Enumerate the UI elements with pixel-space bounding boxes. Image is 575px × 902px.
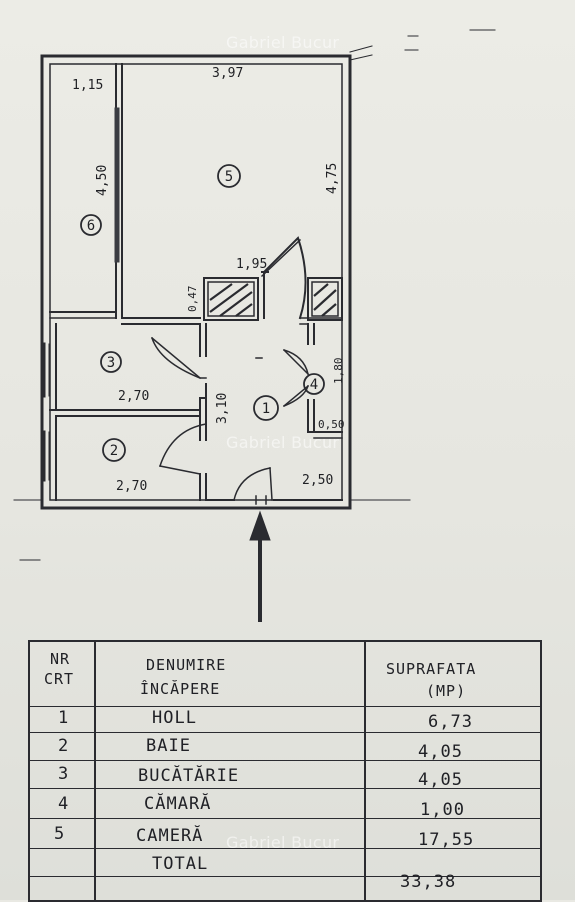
table-row-divider [30,760,540,761]
watermark-middle: Gabriel Bucur [226,433,340,452]
dim-4-50: 4,50 [95,165,110,196]
table-row-divider [30,706,540,707]
dim-2-50: 2,50 [302,473,333,488]
header-nr-line1: NR [50,650,71,668]
total-area: 33,38 [400,872,457,892]
room-number-1: 1 [262,401,270,417]
total-label: TOTAL [152,854,209,874]
table-column-divider [94,642,96,900]
dim-4-75: 4,75 [325,163,340,194]
watermark-bottom: Gabriel Bucur [226,833,340,852]
row-2-nr: 2 [58,736,70,756]
dim-1-15: 1,15 [72,78,103,93]
row-3-name: BUCĂTĂRIE [138,766,240,786]
header-name-line1: DENUMIRE [146,656,227,674]
row-3-area: 4,05 [418,770,463,790]
row-5-area: 17,55 [418,830,475,850]
dim-3-10: 3,10 [215,393,230,424]
row-1-name: HOLL [152,708,197,728]
row-2-name: BAIE [146,736,191,756]
row-4-area: 1,00 [420,800,465,820]
table-row-divider [30,876,540,877]
header-name-line2: ÎNCĂPERE [140,680,221,698]
table-column-divider [364,642,366,900]
dim-2-70-top: 2,70 [118,389,149,404]
outer-wall [40,54,352,510]
table-row-divider [30,818,540,819]
row-4-nr: 4 [58,794,70,814]
row-1-area: 6,73 [428,712,473,732]
room-number-5: 5 [225,169,233,185]
room-number-3: 3 [107,355,115,371]
dim-3-97: 3,97 [212,66,243,81]
header-area-line2: (MP) [426,682,467,700]
table-row-divider [30,788,540,789]
row-5-name: CAMERĂ [136,826,204,846]
table-row-divider [30,732,540,733]
dim-0-50: 0,50 [318,418,345,431]
watermark-top: Gabriel Bucur [226,33,340,52]
dim-1-95: 1,95 [236,257,267,272]
row-5-nr: 5 [54,824,66,844]
row-3-nr: 3 [58,764,70,784]
dim-1-80: 1,80 [332,358,345,385]
table-row-divider [30,848,540,849]
room-area-table: NR CRT DENUMIRE ÎNCĂPERE SUPRAFATA (MP) … [28,640,542,902]
room-number-6: 6 [87,218,95,234]
header-area-line1: SUPRAFATA [386,660,477,678]
room-number-2: 2 [110,443,118,459]
row-1-nr: 1 [58,708,70,728]
dim-2-70-bottom: 2,70 [116,479,147,494]
row-4-name: CĂMARĂ [144,794,212,814]
header-nr-line2: CRT [44,670,75,688]
row-2-area: 4,05 [418,742,463,762]
floor-plan: 6 5 3 2 1 4 1,15 3,97 4,50 4,75 1,95 0,4… [13,29,496,622]
dim-0-47: 0,47 [186,286,199,313]
room-number-4: 4 [310,377,318,393]
